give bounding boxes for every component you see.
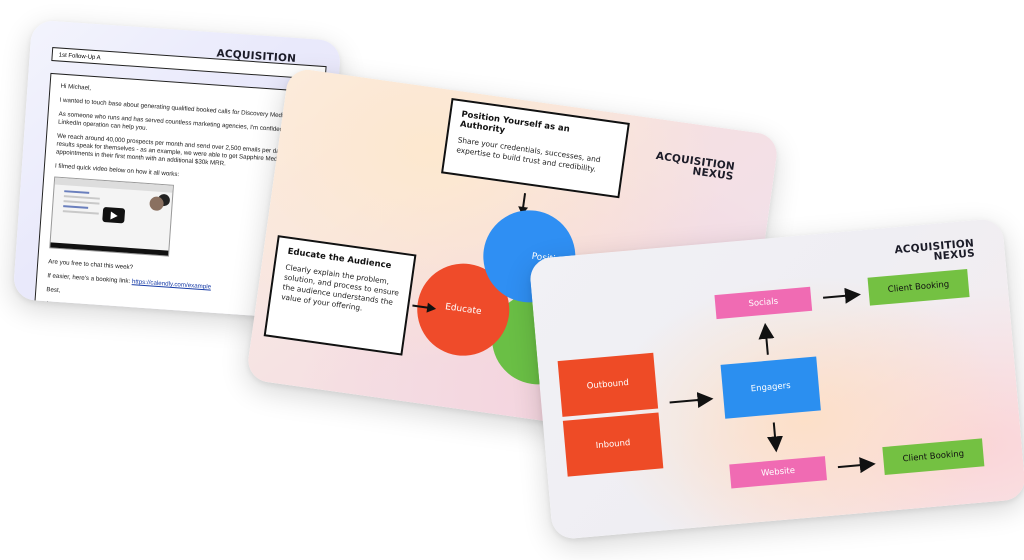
video-footer xyxy=(50,242,169,256)
video-thumbnail[interactable] xyxy=(49,176,174,257)
authority-slide: ACQUISITION NEXUS Position Yourself as a… xyxy=(245,67,780,448)
flow-arrows xyxy=(669,287,876,474)
educate-audience-box: Educate the Audience Clearly explain the… xyxy=(263,235,417,356)
video-text-lines xyxy=(62,190,101,217)
arrow-to-booking-top xyxy=(823,287,861,304)
flow-slide: ACQUISITION NEXUS Outbound Inbound Engag… xyxy=(528,217,1024,541)
play-icon[interactable] xyxy=(102,206,126,224)
arrow-to-engagers xyxy=(669,392,714,409)
arrow-right-icon xyxy=(412,302,437,313)
educate-circle-label: Educate xyxy=(444,302,483,318)
position-authority-box: Position Yourself as an Authority Share … xyxy=(441,97,630,199)
educate-text: Clearly explain the problem, solution, a… xyxy=(280,262,400,313)
arrow-to-socials xyxy=(758,322,775,355)
booking-link[interactable]: https://calendly.com/example xyxy=(131,278,212,291)
booking-prefix: If easier, here's a booking link: xyxy=(47,272,133,286)
arrow-to-booking-bottom xyxy=(837,457,876,474)
video-avatar-icon xyxy=(149,196,165,212)
arrow-to-website xyxy=(767,422,783,453)
brand-logo: ACQUISITION NEXUS xyxy=(654,150,736,183)
